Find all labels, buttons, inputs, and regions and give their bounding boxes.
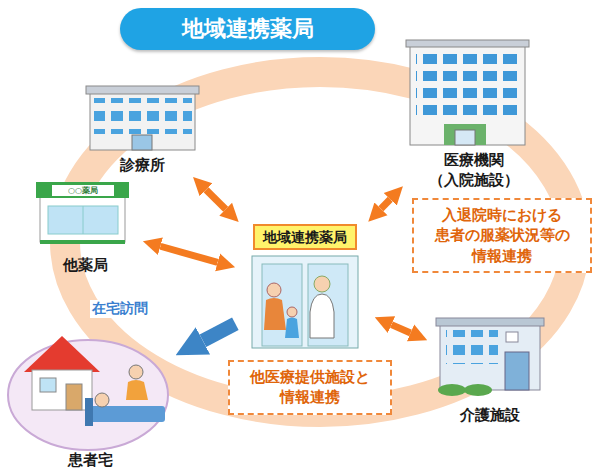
- hospital-building-part: [410, 45, 525, 145]
- care-facility-building-part: [440, 324, 540, 390]
- link-arrow: [206, 190, 226, 209]
- pharmacy-building-part: [310, 294, 334, 338]
- node-label: 患者宅: [68, 451, 113, 471]
- clinic-building-part: [90, 92, 195, 150]
- clinic-building: [86, 86, 199, 150]
- node-label: 医療機関 （入院施設）: [405, 151, 543, 190]
- link-arrow: [160, 246, 217, 262]
- patient-home-part: [95, 393, 109, 407]
- link-arrow: [381, 199, 390, 209]
- pharmacy-store: [36, 182, 129, 244]
- title-text: 地域連携薬局: [182, 14, 314, 44]
- hospital-node: 医療機関 （入院施設）: [405, 36, 543, 190]
- pharmacy-building-part: [262, 264, 302, 346]
- care-facility-building-part: [506, 332, 518, 342]
- sign-text: ○○薬局: [68, 185, 98, 196]
- pharmacy-building-part: [308, 264, 348, 346]
- hospital-building-part: [406, 40, 529, 47]
- patient-home-part: [85, 398, 93, 426]
- hospital-building-part: [455, 130, 475, 145]
- edge-label: 在宅訪問: [90, 300, 150, 318]
- clinic-building-part: [94, 98, 192, 134]
- patient-home-part: [40, 378, 56, 392]
- patient-home-node: 患者宅: [8, 330, 173, 470]
- pharmacy-building-part: [287, 307, 297, 317]
- care-facility-node: 介護施設: [430, 310, 550, 425]
- pharmacy-store-part: [40, 196, 125, 242]
- pharmacy-building-part: [264, 298, 286, 330]
- patient-home-part: [129, 365, 143, 379]
- visit-arrow: [203, 324, 235, 341]
- node-label: 地域連携薬局: [253, 224, 357, 250]
- pharmacy-store-part: [40, 240, 125, 244]
- patient-home-part: [32, 370, 92, 410]
- patient-home-part: [126, 380, 148, 400]
- community-pharmacy-node: 地域連携薬局: [238, 224, 372, 350]
- clinic-building-part: [86, 86, 199, 94]
- patient-home-part: [24, 336, 100, 372]
- patient-home-part: [8, 340, 168, 450]
- pharmacy-store-part: [83, 206, 84, 234]
- pharmacy-building-part: [314, 276, 330, 292]
- pharmacy-store-part: [48, 206, 118, 234]
- hospital-building-part: [416, 52, 520, 120]
- pharmacy-building: [252, 256, 358, 348]
- node-label: 介護施設: [460, 406, 520, 426]
- node-label: 診療所: [120, 156, 165, 176]
- care-facility-building-part: [438, 384, 466, 396]
- hospital-building-part: [444, 124, 486, 145]
- care-facility-building-part: [505, 352, 529, 390]
- title-pill: 地域連携薬局: [120, 8, 375, 50]
- callout-box: 入退院時における 患者の服薬状況等の 情報連携: [412, 198, 592, 273]
- callout-box: 他医療提供施設と 情報連携: [228, 360, 392, 415]
- link-arrow: [391, 325, 410, 333]
- care-facility-building-part: [436, 318, 544, 326]
- patient-home-part: [66, 384, 82, 410]
- care-facility-building: [436, 318, 544, 396]
- care-facility-building-part: [446, 330, 498, 364]
- clinic-node: 診療所: [80, 80, 205, 175]
- callout-text: 入退院時における 患者の服薬状況等の 情報連携: [422, 205, 582, 266]
- clinic-building-part: [132, 135, 152, 150]
- pharmacy-building-part: [252, 256, 358, 348]
- pharmacy-building-part: [267, 283, 281, 297]
- patient-home: [8, 336, 168, 450]
- callout-text: 他医療提供施設と 情報連携: [238, 367, 382, 408]
- pharmacy-store-part: [36, 182, 129, 198]
- hospital-building: [406, 40, 529, 145]
- pharmacy-store-part: [52, 185, 114, 196]
- care-facility-building-part: [464, 384, 492, 396]
- node-label: 他薬局: [63, 256, 108, 276]
- pharmacy-building-part: [285, 318, 299, 339]
- patient-home-part: [85, 406, 165, 422]
